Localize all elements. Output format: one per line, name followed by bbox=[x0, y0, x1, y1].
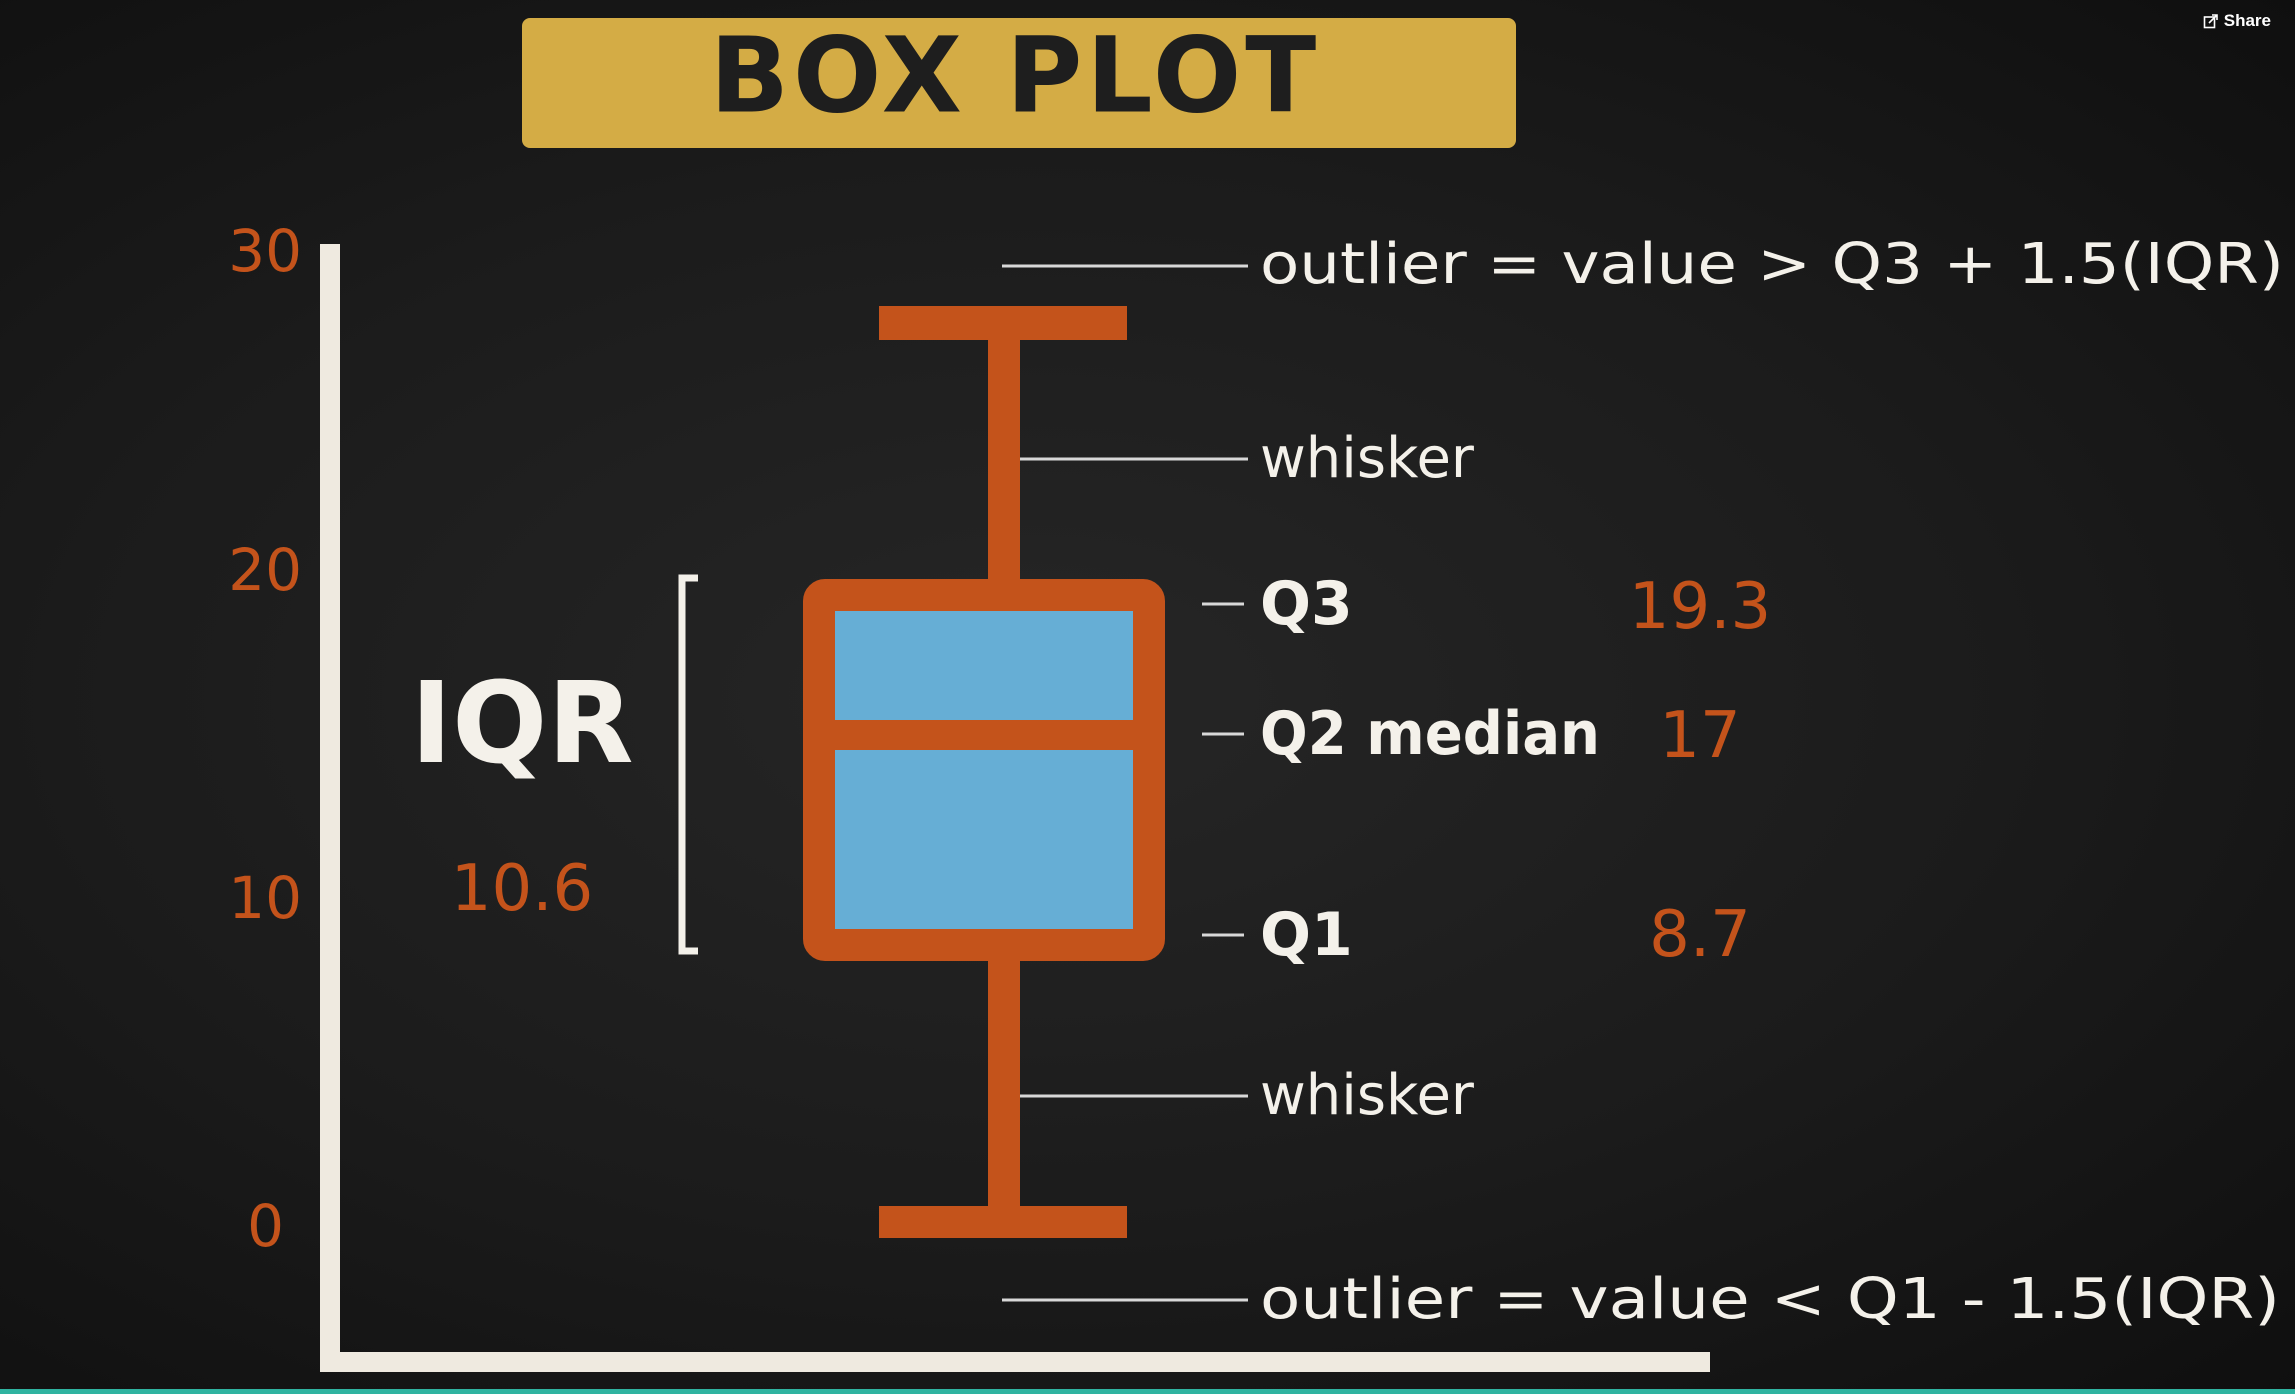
share-icon bbox=[2203, 13, 2219, 29]
lower-whisker-cap bbox=[879, 1206, 1127, 1238]
upper-whisker-stem bbox=[988, 320, 1020, 596]
annotation-labels: outlier = value > Q3 + 1.5(IQR) whisker … bbox=[1260, 232, 2284, 1332]
title-banner bbox=[522, 18, 1516, 148]
q3-label: Q3 bbox=[1260, 569, 1353, 639]
iqr-label: IQR bbox=[410, 659, 633, 789]
quartile-values: 19.3 17 8.7 bbox=[1629, 570, 1772, 972]
q2-label: Q2 median bbox=[1260, 699, 1600, 769]
iqr-box bbox=[803, 579, 1165, 961]
iqr-bracket bbox=[678, 574, 698, 955]
outlier-upper-label: outlier = value > Q3 + 1.5(IQR) bbox=[1260, 232, 2284, 297]
whisker-lower-label: whisker bbox=[1260, 1063, 1475, 1128]
progress-strip bbox=[0, 1389, 2295, 1394]
q2-value: 17 bbox=[1659, 699, 1740, 773]
q3-value: 19.3 bbox=[1629, 570, 1772, 644]
guide-lines bbox=[1002, 264, 1248, 1302]
y-tick-label-30: 30 bbox=[228, 217, 302, 285]
iqr-value: 10.6 bbox=[451, 852, 594, 926]
outlier-lower-label: outlier = value < Q1 - 1.5(IQR) bbox=[1260, 1267, 2280, 1332]
q1-label: Q1 bbox=[1260, 900, 1353, 970]
y-tick-label-10: 10 bbox=[228, 864, 302, 932]
y-tick-label-0: 0 bbox=[247, 1192, 284, 1260]
lower-whisker-stem bbox=[988, 940, 1020, 1220]
x-axis-line bbox=[320, 1352, 1710, 1372]
whisker-upper-label: whisker bbox=[1260, 426, 1475, 491]
y-tick-label-20: 20 bbox=[228, 536, 302, 604]
share-button[interactable]: Share bbox=[2195, 8, 2281, 34]
title: BOX PLOT bbox=[710, 14, 1321, 136]
y-tick-labels: 30 20 10 0 bbox=[228, 217, 302, 1260]
share-label: Share bbox=[2223, 11, 2271, 30]
y-axis-line bbox=[320, 244, 340, 1372]
box-plot-glyph bbox=[803, 306, 1165, 1238]
median-line bbox=[815, 720, 1153, 750]
q1-value: 8.7 bbox=[1649, 898, 1751, 972]
